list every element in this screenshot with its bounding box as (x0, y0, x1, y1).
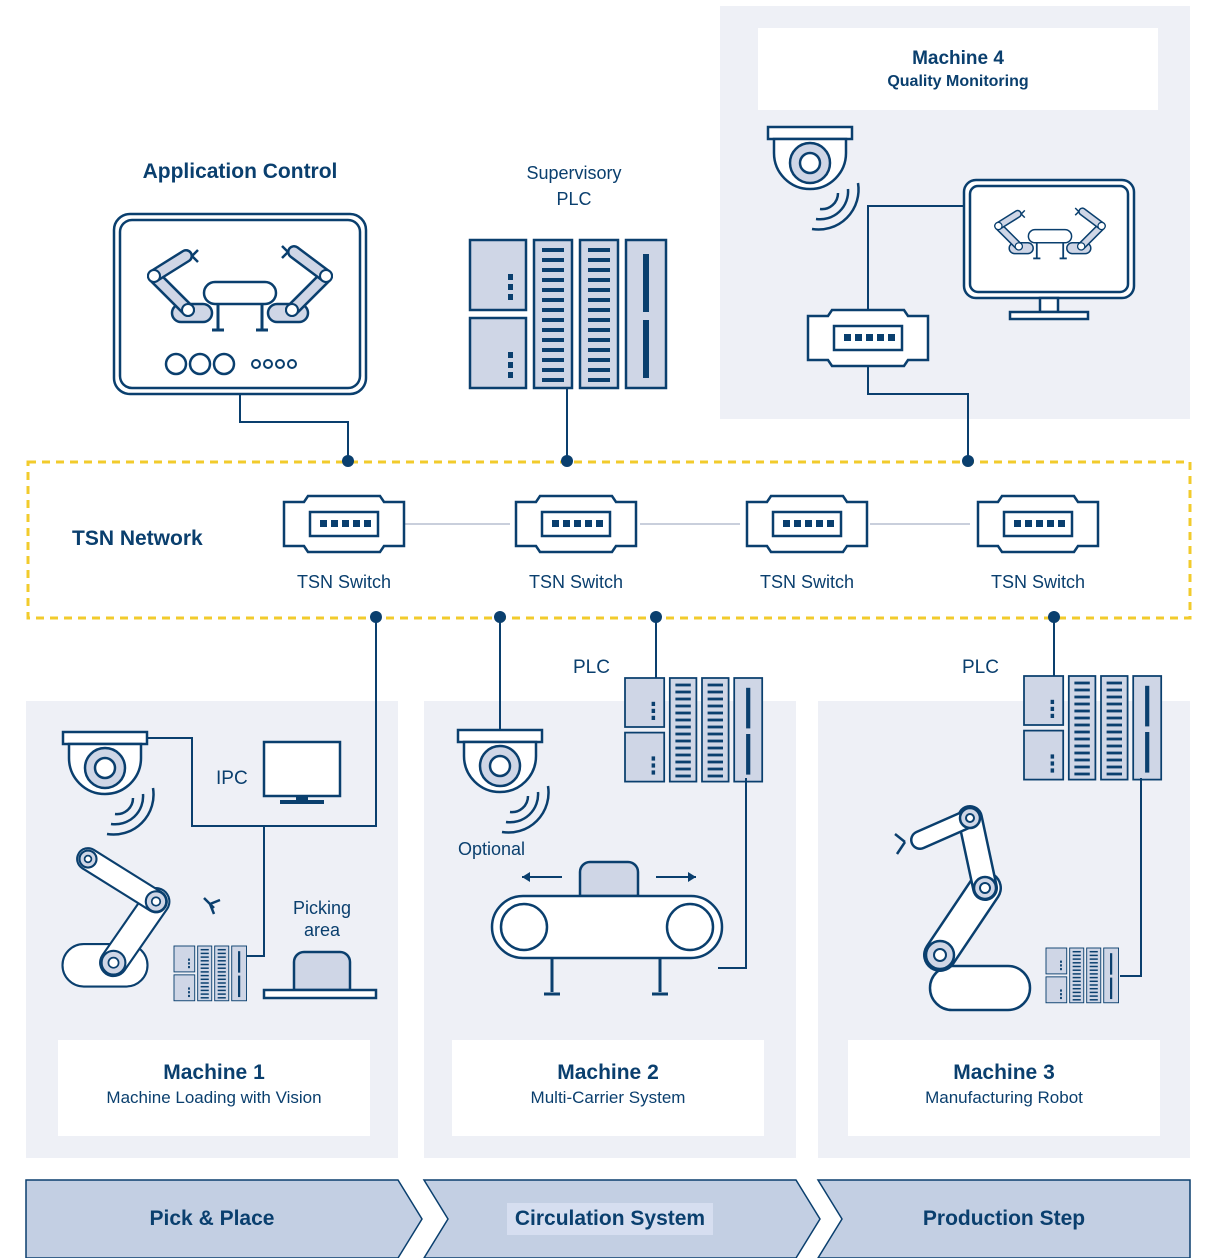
tsn-switch-1-label: TSN Switch (296, 572, 392, 592)
machine3-subtitle: Manufacturing Robot (925, 1088, 1083, 1107)
connection-dot (342, 455, 354, 467)
machine2-camera-icon (456, 728, 550, 834)
connection-dot (962, 455, 974, 467)
machine4-card: Machine 4 Quality Monitoring (758, 28, 1158, 110)
machine2-conveyor-icon (490, 860, 724, 996)
machine3-card: Machine 3 Manufacturing Robot (848, 1040, 1160, 1136)
tsn-switch-2-label: TSN Switch (528, 572, 624, 592)
machine1-gripper-icon (203, 897, 221, 915)
machine3-title: Machine 3 (953, 1061, 1055, 1084)
stage-pick-place-label: Pick & Place (149, 1207, 275, 1230)
machine4-monitor-icon (962, 178, 1136, 321)
machine4-subtitle: Quality Monitoring (887, 73, 1029, 90)
tsn-switch-4-icon (976, 494, 1100, 554)
machine4-switch-icon (806, 308, 930, 368)
tsn-switch-4-label: TSN Switch (990, 572, 1086, 592)
stage-chevron-3 (816, 1179, 1191, 1258)
tsn-network-boundary (26, 460, 1192, 620)
machine4-camera-icon (766, 125, 860, 231)
machine1-ipc-icon (262, 740, 342, 804)
application-control-monitor-icon (112, 212, 368, 396)
machine2-plc-icon (624, 677, 764, 783)
stage-circulation-system-label: Circulation System (506, 1203, 714, 1235)
machine2-optional-label: Optional (458, 839, 526, 859)
connection-dot (561, 455, 573, 467)
machine3-robot-icon (894, 805, 1032, 1012)
machine3-small-plc-icon (1045, 947, 1119, 1004)
machine2-title: Machine 2 (557, 1061, 659, 1084)
machine1-camera-icon (61, 730, 155, 836)
tsn-switch-3-label: TSN Switch (759, 572, 855, 592)
machine1-robot-icon (63, 851, 167, 987)
stage-production-step: Production Step (818, 1180, 1190, 1258)
machine3-plc-label: PLC (962, 657, 999, 678)
machine1-card: Machine 1 Machine Loading with Vision (58, 1040, 370, 1136)
machine1-picking-label-line2: area (303, 920, 341, 940)
machine1-plc-icon (173, 945, 247, 1002)
machine3-plc-icon (1023, 675, 1163, 781)
tsn-network-label: TSN Network (72, 527, 203, 550)
stage-production-step-label: Production Step (922, 1207, 1086, 1230)
machine1-picking-area-icon (262, 950, 378, 1000)
supervisory-plc-icon (468, 238, 668, 390)
machine1-ipc-label: IPC (216, 768, 248, 789)
machine2-plc-label: PLC (573, 657, 610, 678)
tsn-switch-1-icon (282, 494, 406, 554)
stage-chevron-1 (25, 1179, 423, 1258)
machine2-subtitle: Multi-Carrier System (530, 1088, 686, 1107)
application-control-title: Application Control (142, 160, 338, 183)
machine1-title: Machine 1 (163, 1061, 265, 1084)
stage-circulation-system: Circulation System (424, 1180, 796, 1258)
stage-pick-place: Pick & Place (26, 1180, 398, 1258)
machine1-subtitle: Machine Loading with Vision (106, 1088, 322, 1107)
tsn-switch-2-icon (514, 494, 638, 554)
tsn-switch-3-icon (745, 494, 869, 554)
supervisory-plc-label-line1: Supervisory (526, 163, 622, 183)
machine1-picking-label-line1: Picking (292, 898, 352, 918)
machine4-title: Machine 4 (912, 48, 1004, 69)
machine2-card: Machine 2 Multi-Carrier System (452, 1040, 764, 1136)
supervisory-plc-label-line2: PLC (556, 189, 592, 209)
